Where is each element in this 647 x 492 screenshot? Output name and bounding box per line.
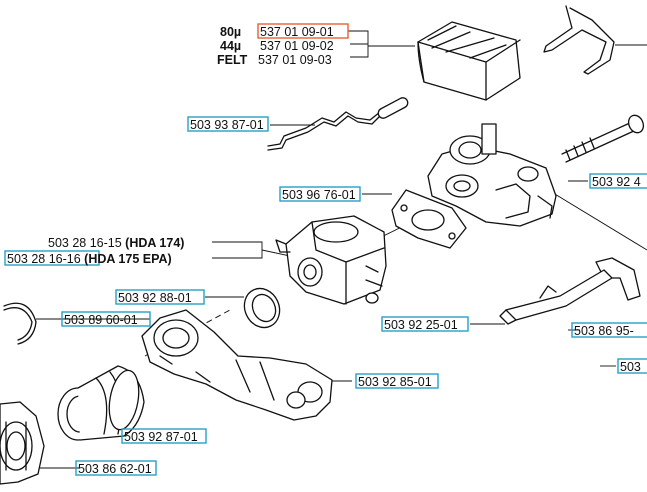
filter-part-number: 537 01 09-03: [258, 53, 332, 67]
part-highlight-box: [279, 186, 361, 202]
part-number-text: 503 92 4: [592, 175, 641, 189]
label-bolt-partial[interactable]: 503 92 4: [589, 173, 647, 189]
part-number-text: 503 86 95-: [574, 324, 634, 338]
label-gasket[interactable]: 503 96 76-01: [279, 186, 361, 202]
part-highlight-box: [589, 173, 647, 189]
filter-part-number: 537 01 09-02: [260, 39, 334, 53]
intake-boot-part: [57, 365, 145, 441]
long-bolt-part: [561, 114, 645, 163]
label-ring[interactable]: 503 92 88-01: [115, 289, 205, 305]
carb-174-label: 503 28 16-15 (HDA 174): [48, 236, 184, 250]
filter-grade-label: FELT: [217, 53, 248, 67]
label-flange[interactable]: 503 86 62-01: [75, 460, 157, 476]
label-lever-partial[interactable]: 503 86 95-: [571, 322, 647, 338]
label-edge-partial[interactable]: 503: [617, 358, 647, 374]
part-number-text: 503 92 87-01: [124, 430, 198, 444]
label-carb-175[interactable]: 503 28 16-16 (HDA 175 EPA): [4, 250, 172, 266]
part-highlight-box: [355, 373, 439, 389]
part-number-text: 503 96 76-01: [282, 188, 356, 202]
label-intake-manifold[interactable]: 503 92 85-01: [355, 373, 439, 389]
part-highlight-box: [381, 316, 469, 332]
spring-clip-part: [543, 5, 615, 75]
filter-grade-label: 44µ: [220, 39, 241, 53]
label-clip[interactable]: 503 89 60-01: [61, 311, 151, 327]
filter-option-44[interactable]: 44µ 537 01 09-02: [220, 39, 334, 53]
part-highlight-box: [4, 250, 100, 266]
filter-grade-label: 80µ: [220, 25, 241, 39]
filter-option-felt[interactable]: FELT 537 01 09-03: [217, 53, 332, 67]
part-highlight-box: [571, 322, 647, 338]
label-intake-boot[interactable]: 503 92 87-01: [121, 428, 207, 444]
part-highlight-box: [121, 428, 207, 444]
part-number-text: 503 86 62-01: [78, 462, 152, 476]
label-choke-rod[interactable]: 503 93 87-01: [187, 116, 269, 132]
ring-part: [243, 287, 281, 329]
part-number-text: 503 92 85-01: [358, 375, 432, 389]
part-highlight-box: [187, 116, 269, 132]
carb-175-label: 503 28 16-16 (HDA 175 EPA): [7, 252, 172, 266]
part-number-text: 503 92 88-01: [118, 291, 192, 305]
clip-part: [3, 302, 37, 345]
intake-manifold-part: [141, 309, 333, 421]
label-throttle-link[interactable]: 503 92 25-01: [381, 316, 469, 332]
part-highlight-box: [75, 460, 157, 476]
throttle-lever-part: [499, 257, 641, 325]
label-carb-174[interactable]: 503 28 16-15 (HDA 174): [48, 236, 184, 250]
part-number-text: 503 89 60-01: [64, 313, 138, 327]
part-number-text: 503 92 25-01: [384, 318, 458, 332]
choke-rod-part: [267, 97, 409, 151]
part-number-text: 503 93 87-01: [190, 118, 264, 132]
filter-part-number: 537 01 09-01: [260, 25, 334, 39]
part-highlight-box: [617, 358, 647, 374]
part-highlight-box: [115, 289, 205, 305]
air-filter-part: [417, 21, 521, 101]
gasket-part: [391, 189, 467, 249]
selected-part-highlight: [257, 23, 349, 39]
part-highlight-box: [61, 311, 151, 327]
filter-option-80[interactable]: 80µ 537 01 09-01: [220, 23, 349, 39]
flange-part: [0, 401, 45, 485]
carb-adaptor-part: [427, 123, 557, 227]
part-number-text: 503: [620, 360, 641, 374]
carburetor-part: [275, 215, 387, 305]
